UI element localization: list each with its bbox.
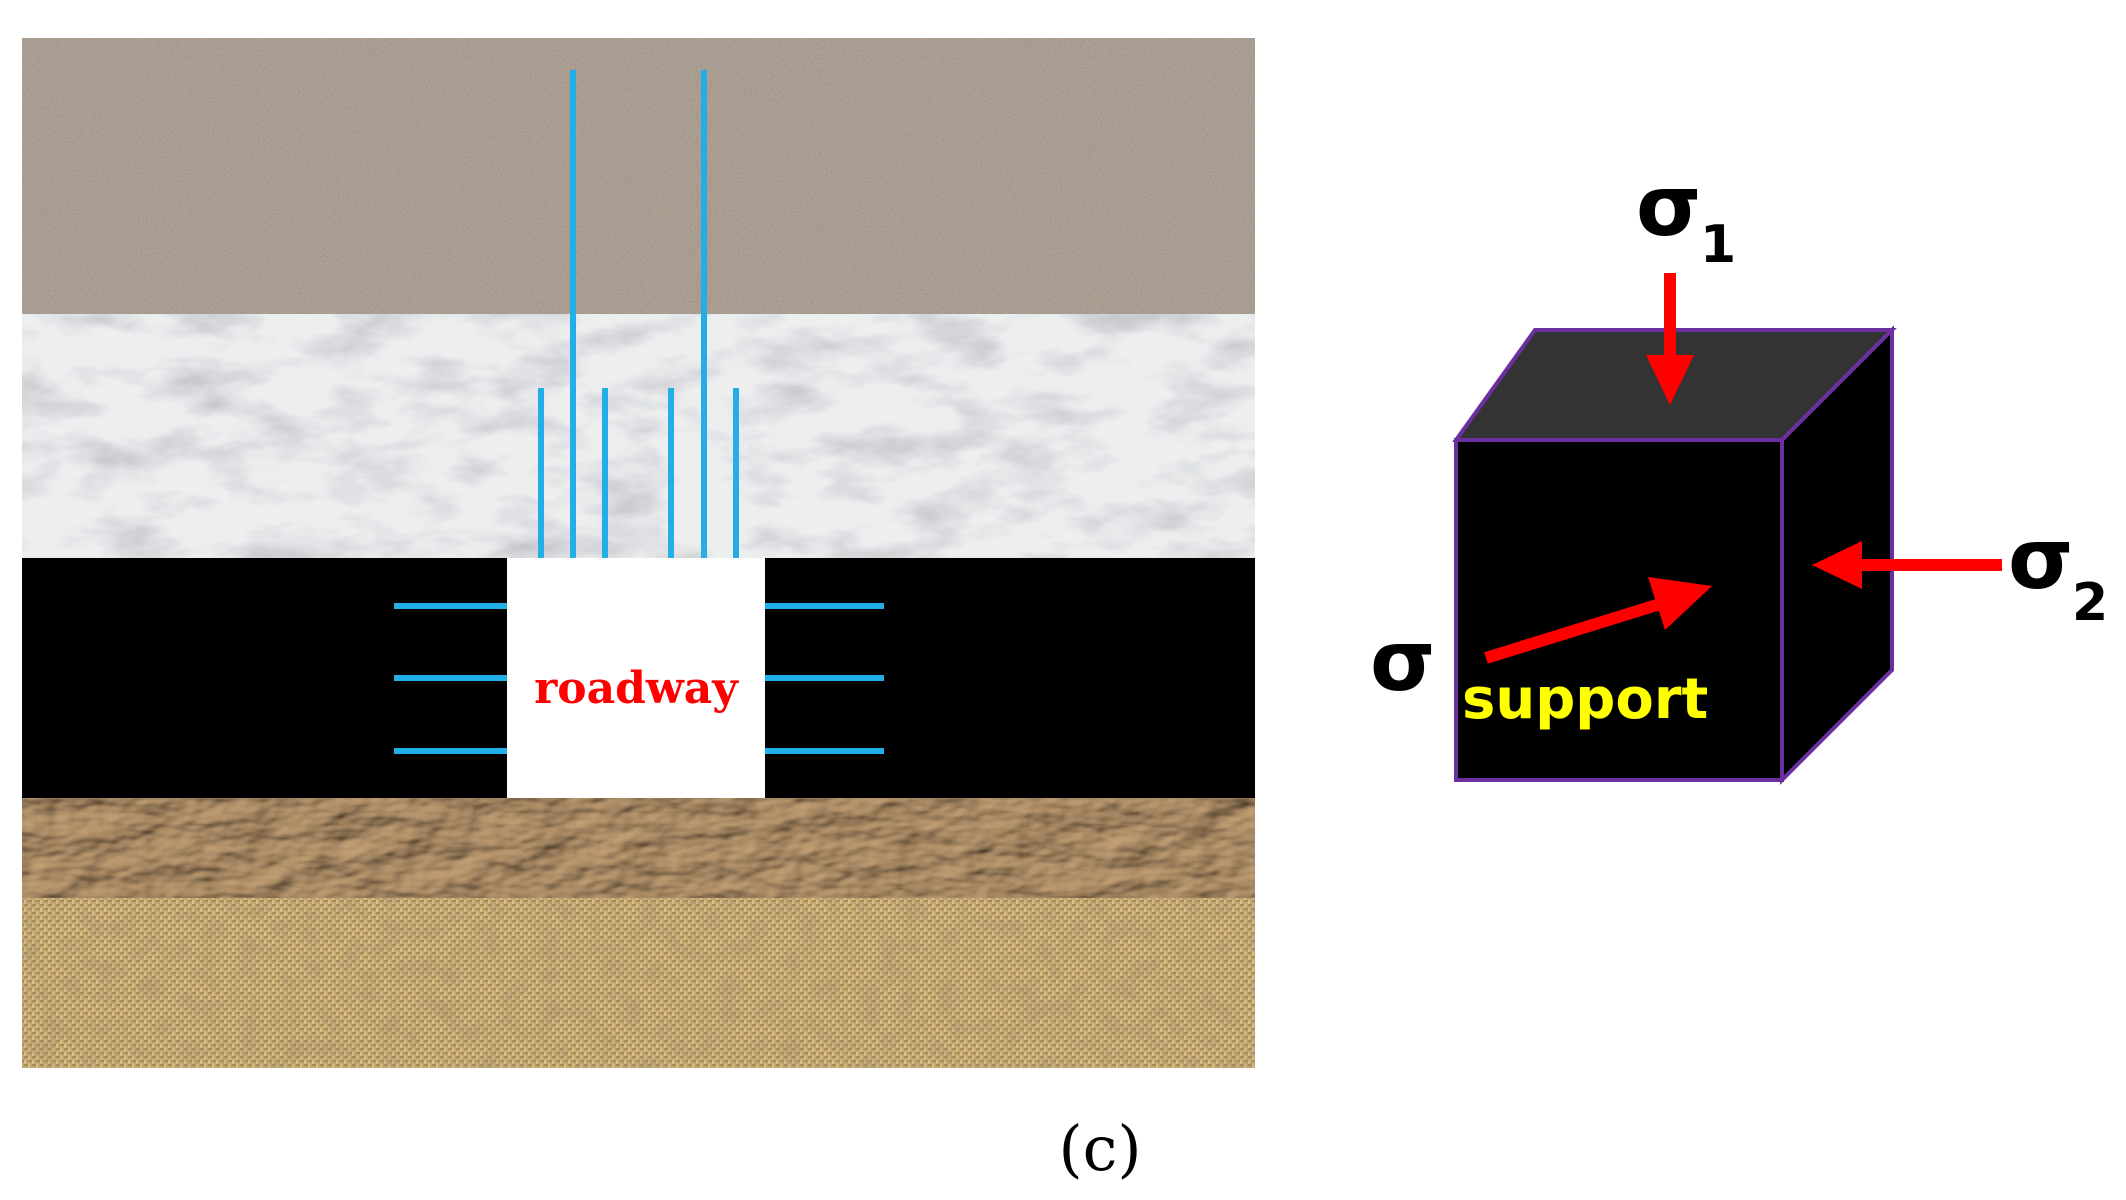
rib-bolts (394, 603, 884, 754)
roadway-opening (507, 558, 765, 798)
figure-caption: (c) (1058, 1112, 1141, 1185)
sigma2-arrow (1812, 541, 2002, 589)
roof-bolts (538, 70, 739, 558)
strata-section: roadway (22, 38, 1255, 1068)
woven-floor-layer (22, 898, 1255, 1068)
marble-layer (22, 314, 1255, 558)
crumpled-floor-layer (22, 798, 1255, 898)
sigma-support-label: σ (1370, 612, 1435, 710)
sigma1-subscript: 1 (1700, 215, 1736, 275)
sigma-support-arrow (1484, 577, 1712, 664)
cube-front-face (1454, 438, 1784, 782)
sandstone-layer (22, 38, 1255, 314)
sigma1-label: σ (1636, 157, 1701, 255)
support-label: support (1462, 667, 1708, 732)
roadway-label: roadway (534, 663, 739, 714)
sigma2-label: σ (2008, 510, 2073, 608)
sigma2-subscript: 2 (2072, 573, 2108, 633)
sigma1-arrow (1646, 273, 1694, 405)
stress-cube: σ 1 σ 2 σ support (1370, 157, 2108, 785)
